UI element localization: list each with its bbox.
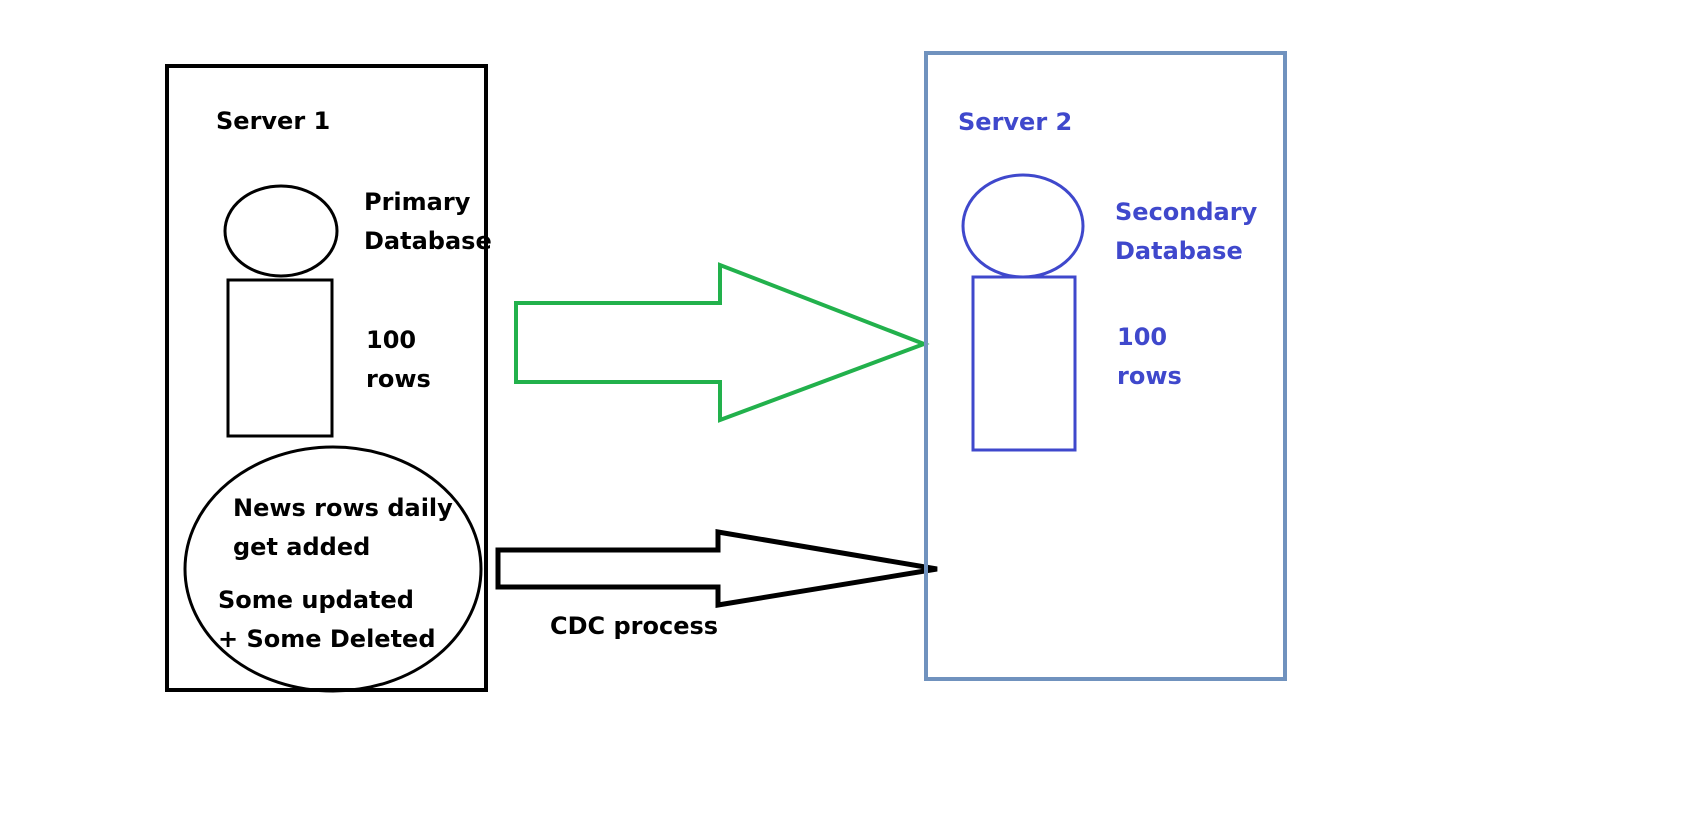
secondary-rows-count: 100 [1117,323,1167,351]
server2-box [924,51,1287,681]
cdc-arrow [495,529,938,608]
server2-title: Server 2 [958,108,1072,136]
secondary-db-head [961,173,1085,279]
server1-title: Server 1 [216,107,330,135]
primary-db-label-line1: Primary [364,188,471,216]
primary-db-label-line2: Database [364,227,492,255]
changes-line3: Some updated [218,586,414,614]
cdc-label: CDC process [550,612,718,640]
secondary-db-label-line1: Secondary [1115,198,1258,226]
replication-arrow [514,262,930,423]
primary-rows-count: 100 [366,326,416,354]
secondary-rows-word: rows [1117,362,1182,390]
changes-ellipse [183,445,483,693]
changes-line1: News rows daily [233,494,453,522]
changes-line2: get added [233,533,370,561]
secondary-db-body [971,275,1077,452]
primary-db-head [223,184,339,278]
primary-rows-word: rows [366,365,431,393]
primary-db-body [226,278,334,438]
secondary-db-label-line2: Database [1115,237,1243,265]
changes-line4: + Some Deleted [218,625,436,653]
